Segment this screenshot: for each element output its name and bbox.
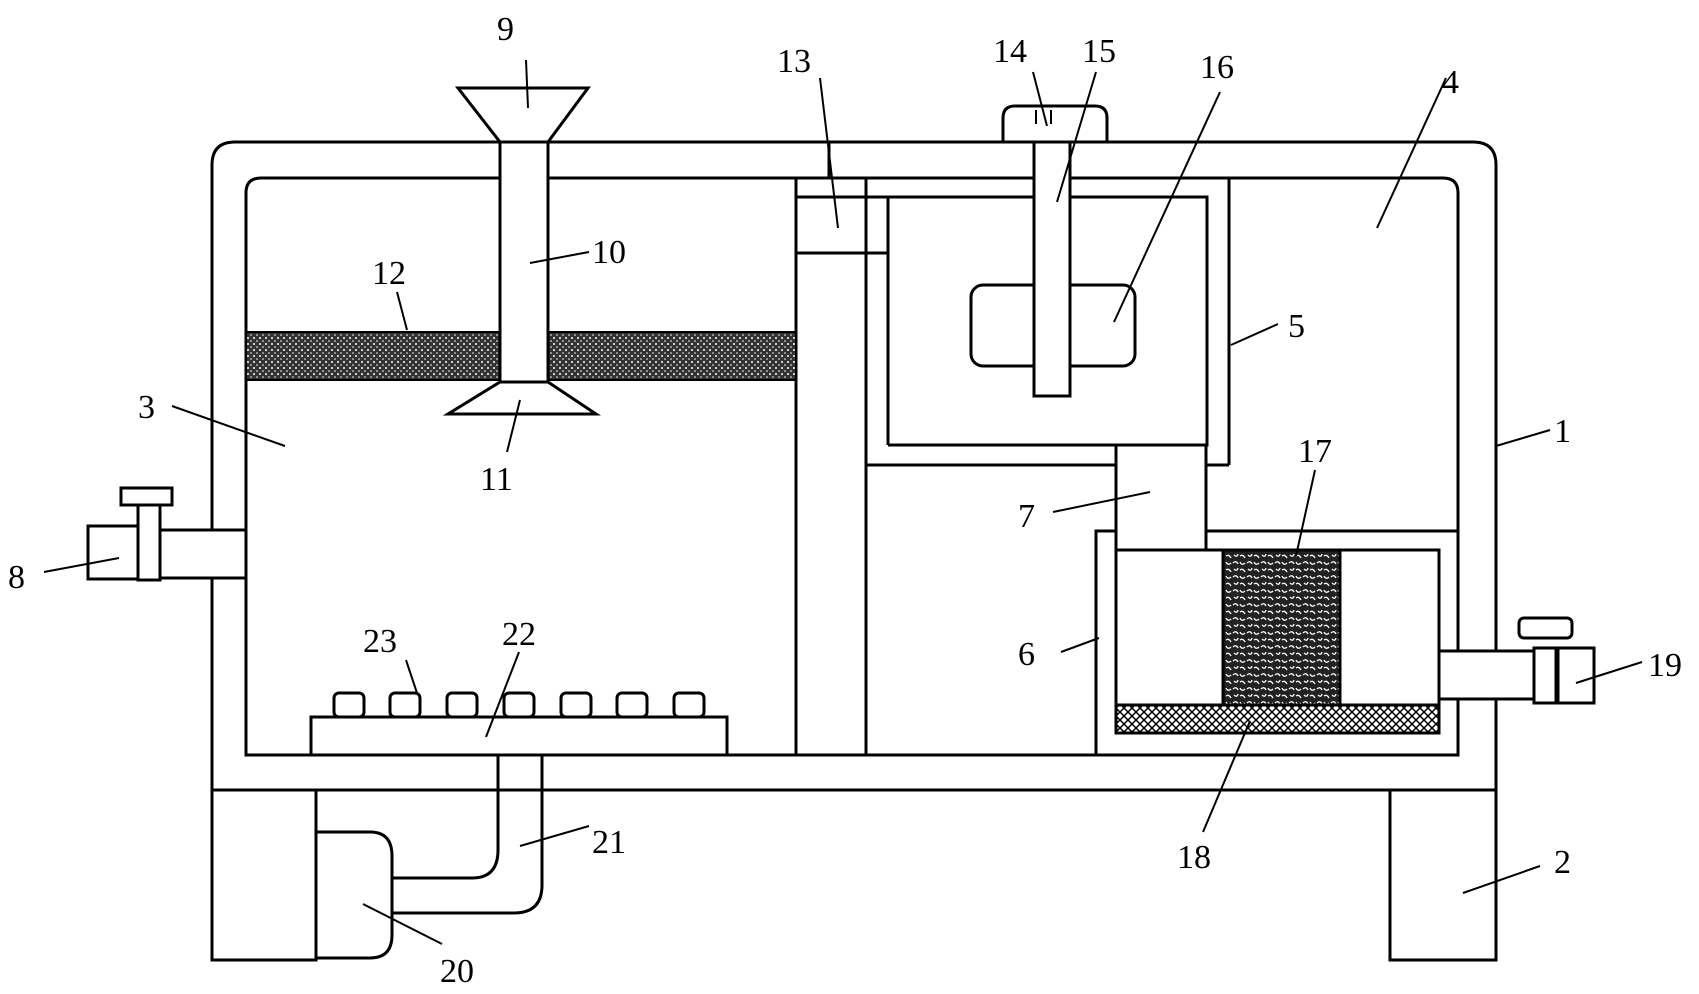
label-14: 14 bbox=[993, 33, 1027, 70]
label-17: 17 bbox=[1298, 433, 1332, 470]
label-15: 15 bbox=[1082, 33, 1116, 70]
label-8: 8 bbox=[8, 559, 25, 596]
label-2: 2 bbox=[1554, 844, 1571, 881]
label-13: 13 bbox=[777, 43, 811, 80]
pipe bbox=[1114, 443, 1208, 552]
label-23: 23 bbox=[363, 623, 397, 660]
label-21: 21 bbox=[592, 824, 626, 861]
right-valve bbox=[1437, 616, 1596, 705]
label-5: 5 bbox=[1288, 308, 1305, 345]
label-19: 19 bbox=[1648, 647, 1682, 684]
label-18: 18 bbox=[1177, 839, 1211, 876]
label-9: 9 bbox=[497, 11, 514, 48]
label-11: 11 bbox=[480, 461, 513, 498]
aerator-plate bbox=[309, 691, 729, 757]
label-7: 7 bbox=[1018, 498, 1035, 535]
air-pump bbox=[314, 755, 544, 960]
label-16: 16 bbox=[1200, 49, 1234, 86]
label-3: 3 bbox=[138, 389, 155, 426]
label-22: 22 bbox=[502, 616, 536, 653]
label-1: 1 bbox=[1554, 413, 1571, 450]
label-4: 4 bbox=[1442, 64, 1459, 101]
label-6: 6 bbox=[1018, 636, 1035, 673]
motor-assembly bbox=[969, 104, 1137, 398]
nozzles bbox=[332, 691, 706, 719]
leader-lines bbox=[43, 59, 1643, 945]
support-legs bbox=[210, 788, 1498, 962]
label-10: 10 bbox=[592, 234, 626, 271]
label-20: 20 bbox=[440, 953, 474, 990]
left-valve bbox=[86, 486, 248, 582]
main-housing bbox=[210, 140, 1498, 792]
label-12: 12 bbox=[372, 255, 406, 292]
part-labels: 1 2 3 4 5 6 7 8 9 10 11 12 13 14 15 16 1… bbox=[8, 11, 1682, 990]
filter-box bbox=[1094, 529, 1458, 755]
